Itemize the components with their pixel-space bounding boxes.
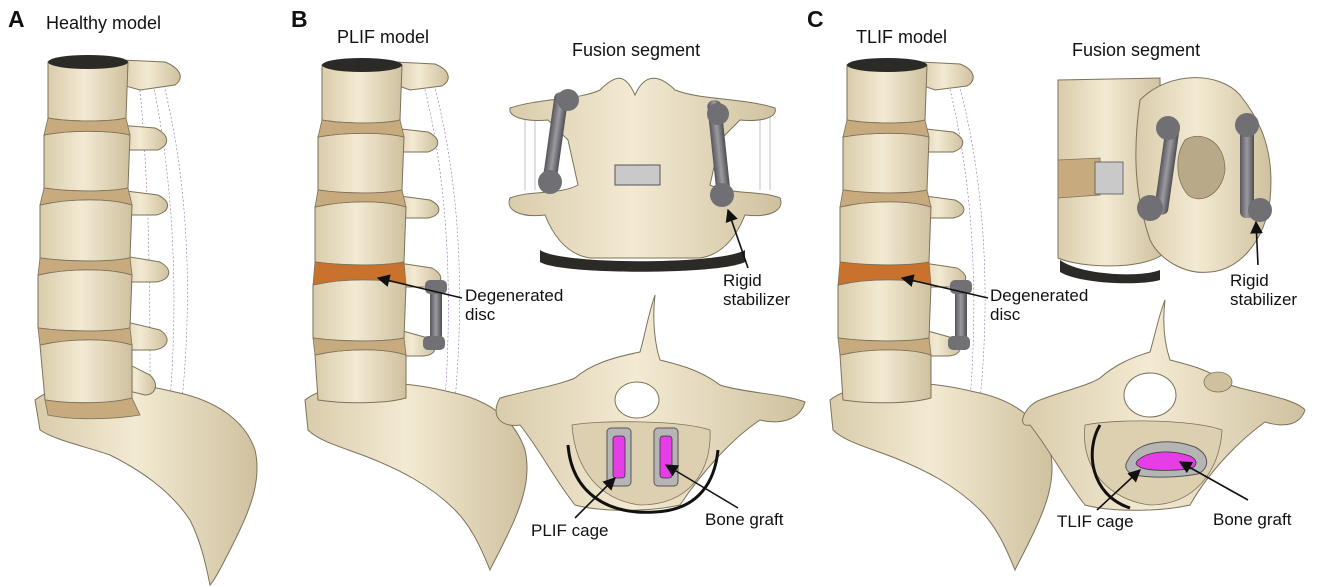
rigid-stabilizer-lateral <box>423 280 447 350</box>
sacrum <box>830 383 1052 570</box>
sacrum <box>305 383 527 570</box>
top-endplate <box>48 55 128 69</box>
visible-cage <box>615 165 660 185</box>
tlif-axial-view <box>1023 300 1305 510</box>
label-rigid-stabilizer-b: Rigid stabilizer <box>723 271 790 309</box>
panel-c-title: TLIF model <box>856 28 947 46</box>
spinal-canal <box>615 382 659 418</box>
label-bone-graft-c: Bone graft <box>1213 510 1291 529</box>
panel-c-fusion-title: Fusion segment <box>1072 41 1200 59</box>
bone-graft <box>660 436 672 478</box>
tlif-fusion-segment <box>1058 78 1272 284</box>
top-endplate <box>322 58 402 72</box>
plif-axial-view <box>496 295 805 512</box>
bone-graft <box>613 436 625 478</box>
panel-letter-b: B <box>291 8 308 31</box>
visible-cage <box>1095 162 1123 194</box>
disc-gap <box>1058 158 1100 198</box>
rigid-stabilizer-lateral <box>948 280 972 350</box>
panel-letter-a: A <box>8 8 25 31</box>
panel-b-fusion-title: Fusion segment <box>572 41 700 59</box>
label-degenerated-disc-c: Degenerated disc <box>990 286 1088 324</box>
label-rigid-stabilizer-c: Rigid stabilizer <box>1230 271 1297 309</box>
spinal-canal <box>1124 373 1176 417</box>
vertebral-bodies <box>38 57 132 403</box>
panel-a-title: Healthy model <box>46 14 161 32</box>
label-bone-graft-b: Bone graft <box>705 510 783 529</box>
panel-letter-c: C <box>807 8 824 31</box>
plif-fusion-segment <box>509 78 781 272</box>
panel-b-title: PLIF model <box>337 28 429 46</box>
top-endplate <box>847 58 927 72</box>
label-plif-cage: PLIF cage <box>531 521 609 540</box>
healthy-spine-model <box>35 55 257 585</box>
facet-joint <box>1204 372 1232 392</box>
label-tlif-cage: TLIF cage <box>1057 512 1134 531</box>
label-degenerated-disc-b: Degenerated disc <box>465 286 563 324</box>
